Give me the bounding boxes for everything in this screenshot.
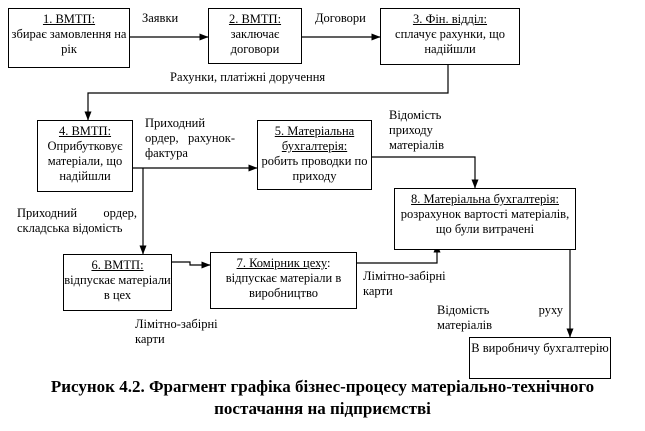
box-3-text: сплачує рахунки, що надійшли bbox=[395, 27, 505, 56]
label-limit-cards-left: Лімітно-забірні карти bbox=[135, 317, 218, 347]
label-warehouse-word-1: Приходний bbox=[17, 206, 78, 220]
box-5-material-accounting: 5. Матеріальна бухгалтерія: робить прово… bbox=[257, 120, 372, 190]
arrow-3-to-4 bbox=[84, 65, 449, 121]
box-7-shop-storekeeper: 7. Комірник цеху: відпускає матеріали в … bbox=[210, 252, 357, 309]
label-receipt-statement-line-3: матеріалів bbox=[389, 138, 445, 152]
label-warehouse-statement-line-1: Приходний ордер, bbox=[17, 206, 137, 221]
box-2-title: 2. ВМТП: bbox=[228, 12, 282, 26]
box-7-heading: 7. Комірник цеху: відпускає матеріали в … bbox=[226, 256, 342, 300]
label-material-movement-word-1: Відомість bbox=[437, 303, 490, 317]
box-3-finance-dept: 3. Фін. відділ: сплачує рахунки, що наді… bbox=[380, 8, 520, 65]
label-receipt-statement: Відомість приходу матеріалів bbox=[389, 108, 444, 153]
box-9-production-accounting: В виробничу бухгалтерію bbox=[469, 337, 611, 379]
label-limit-cards-right-line-2: карти bbox=[363, 284, 393, 298]
box-3-title: 3. Фін. відділ: bbox=[412, 12, 488, 26]
figure-caption-line-2: постачання на підприємстві bbox=[214, 399, 431, 418]
label-contracts: Договори bbox=[315, 11, 366, 25]
label-invoices-payment-orders: Рахунки, платіжні доручення bbox=[170, 70, 326, 84]
box-9-text: В виробничу бухгалтерію bbox=[471, 341, 609, 355]
box-8-cost-calculation: 8. Матеріальна бухгалтерія: розрахунок в… bbox=[394, 188, 576, 250]
label-receipt-order-invoice: Приходний ордер, рахунок- фактура bbox=[145, 116, 235, 161]
box-4-text: Оприбутковує матеріали, що надійшли bbox=[47, 139, 123, 183]
label-receipt-order-line-2: ордер, рахунок- bbox=[145, 131, 235, 145]
label-warehouse-word-2: ордер, bbox=[103, 206, 137, 220]
box-6-title: 6. ВМТП: bbox=[91, 258, 144, 272]
box-8-title: 8. Матеріальна бухгалтерія: bbox=[411, 192, 559, 206]
label-limit-cards-right-line-1: Лімітно-забірні bbox=[363, 269, 446, 283]
box-8-text: розрахунок вартості матеріалів, що були … bbox=[400, 207, 570, 236]
box-4-title: 4. ВМТП: bbox=[58, 124, 112, 138]
box-1-title: 1. ВМТП: bbox=[42, 12, 96, 26]
box-1-text: збирає замовлення на рік bbox=[11, 27, 127, 56]
box-6-text: відпускає матеріали в цех bbox=[64, 273, 171, 302]
label-warehouse-statement-line-2: складська відомість bbox=[17, 221, 123, 235]
box-6-release-to-shop: 6. ВМТП: відпускає матеріали в цех bbox=[63, 254, 172, 311]
box-1-collect-orders: 1. ВМТП: збирає замовлення на рік bbox=[8, 8, 130, 68]
label-receipt-order-line-1: Приходний bbox=[145, 116, 206, 130]
label-limit-cards-left-line-1: Лімітно-забірні bbox=[135, 317, 218, 331]
arrow-5-to-8 bbox=[372, 156, 479, 189]
box-7-text: : відпускає матеріали в виробництво bbox=[225, 256, 342, 300]
label-material-movement-line-2: матеріалів bbox=[437, 318, 493, 332]
box-5-title: 5. Матеріальна бухгалтерія: bbox=[274, 124, 355, 153]
label-material-movement-word-2: руху bbox=[538, 303, 563, 317]
label-limit-cards-right: Лімітно-забірні карти bbox=[363, 269, 446, 299]
box-5-text: робить проводки по приходу bbox=[261, 154, 368, 183]
figure-caption-line-1: Рисунок 4.2. Фрагмент графіка бізнес-про… bbox=[50, 377, 595, 396]
arrow-6-to-7 bbox=[172, 261, 211, 269]
label-receipt-statement-line-2: приходу bbox=[389, 123, 433, 137]
box-2-contracts: 2. ВМТП: заключає договори bbox=[208, 8, 302, 64]
label-receipt-statement-line-1: Відомість bbox=[389, 108, 442, 122]
label-receipt-order-line-3: фактура bbox=[145, 146, 188, 160]
box-7-title: 7. Комірник цеху bbox=[236, 256, 327, 270]
label-limit-cards-left-line-2: карти bbox=[135, 332, 165, 346]
box-2-text: заключає договори bbox=[230, 27, 280, 56]
label-orders: Заявки bbox=[142, 11, 179, 25]
label-warehouse-statement: Приходний ордер, складська відомість bbox=[17, 206, 137, 236]
label-material-movement: Відомість руху матеріалів bbox=[437, 303, 563, 333]
box-4-receive-materials: 4. ВМТП: Оприбутковує матеріали, що наді… bbox=[37, 120, 133, 192]
figure-caption: Рисунок 4.2. Фрагмент графіка бізнес-про… bbox=[0, 376, 645, 420]
label-material-movement-line-1: Відомість руху bbox=[437, 303, 563, 318]
arrow-7-to-8 bbox=[357, 243, 441, 264]
